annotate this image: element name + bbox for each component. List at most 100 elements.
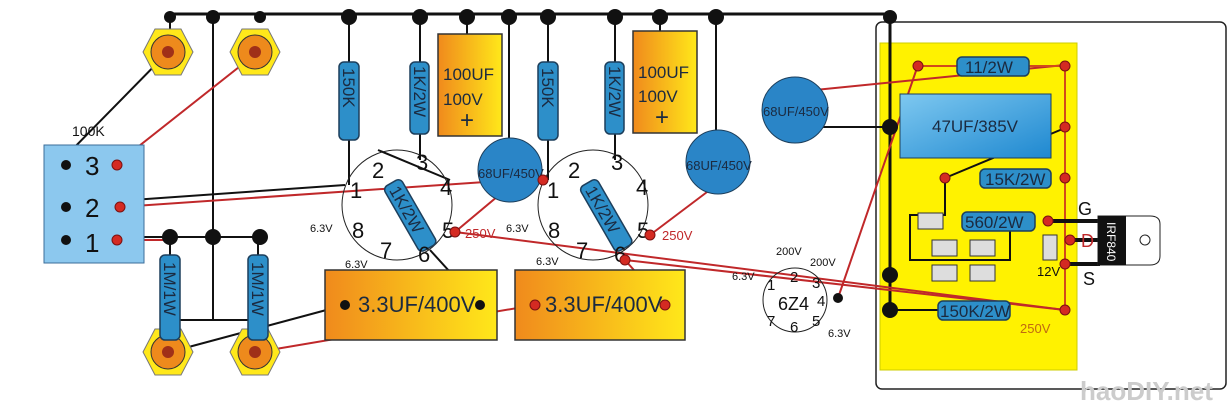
svg-text:8: 8 — [352, 218, 364, 243]
resistor-560 — [961, 211, 1036, 232]
resistor-1k-cathode — [383, 179, 437, 252]
svg-text:100V: 100V — [443, 90, 483, 109]
pot-pin-label: 3 — [85, 151, 99, 181]
svg-text:6.3V: 6.3V — [536, 256, 559, 268]
resistor-1k-cathode — [579, 179, 633, 252]
svg-text:6.3V: 6.3V — [506, 223, 529, 235]
capacitor-3-3uf — [324, 269, 498, 341]
grid-resistor: 1M/1W — [159, 254, 181, 341]
svg-text:4: 4 — [440, 175, 452, 200]
svg-text:+: + — [460, 107, 474, 134]
svg-text:7: 7 — [767, 313, 775, 330]
svg-text:1M/1W: 1M/1W — [160, 262, 179, 316]
svg-text:6: 6 — [418, 242, 430, 267]
svg-text:15K/2W: 15K/2W — [985, 170, 1045, 189]
pot-pin-label: 2 — [85, 193, 99, 223]
svg-text:4: 4 — [636, 175, 648, 200]
stage-2: 150K 1K/2W 100UF 100V+ 1K/2W 68UF/450V 3.… — [514, 30, 752, 341]
resistor-11 — [956, 56, 1030, 77]
svg-text:6.3V: 6.3V — [828, 328, 851, 340]
potentiometer: 100K 3 2 1 — [43, 123, 145, 264]
svg-text:11/2W: 11/2W — [965, 58, 1013, 77]
capacitor-68uf — [477, 137, 543, 203]
jack-icon — [142, 28, 194, 76]
resistor-150k — [537, 61, 559, 141]
resistor-1k — [604, 61, 625, 135]
svg-text:1: 1 — [547, 178, 559, 203]
watermark: haoDIY.net — [1080, 376, 1213, 406]
svg-text:1K/2W: 1K/2W — [605, 66, 624, 117]
svg-text:2: 2 — [372, 158, 384, 183]
svg-text:S: S — [1083, 269, 1095, 289]
svg-text:68UF/450V: 68UF/450V — [478, 166, 544, 181]
svg-text:D: D — [1081, 231, 1094, 251]
svg-text:150K: 150K — [538, 68, 557, 108]
svg-text:100UF: 100UF — [443, 65, 494, 84]
svg-text:2: 2 — [790, 269, 798, 286]
svg-text:6: 6 — [790, 319, 798, 336]
svg-text:68UF/450V: 68UF/450V — [686, 158, 752, 173]
svg-text:7: 7 — [576, 238, 588, 263]
svg-text:47UF/385V: 47UF/385V — [932, 117, 1019, 136]
jack-icon — [142, 328, 194, 376]
resistor-150k — [338, 61, 360, 141]
svg-text:8: 8 — [548, 218, 560, 243]
capacitor-47uf — [899, 93, 1052, 159]
svg-text:5: 5 — [812, 313, 820, 330]
mosfet-label: IRF840 — [1104, 222, 1118, 262]
power-supply: 68UF/450V 47UF/385V 11/2W 15K/2W 560/2W … — [732, 56, 1161, 340]
svg-text:1K/2W: 1K/2W — [581, 183, 623, 237]
svg-text:+: + — [655, 104, 669, 131]
pot-pin-label: 1 — [85, 228, 99, 258]
svg-text:100V: 100V — [638, 87, 678, 106]
svg-text:250V: 250V — [465, 226, 496, 241]
mosfet-hole-icon — [1139, 234, 1151, 246]
svg-text:1: 1 — [767, 277, 775, 294]
capacitor-3-3uf — [514, 269, 686, 341]
svg-text:200V: 200V — [776, 246, 802, 258]
svg-text:2: 2 — [568, 158, 580, 183]
svg-text:150K/2W: 150K/2W — [940, 302, 1010, 321]
svg-text:4: 4 — [817, 293, 825, 310]
svg-text:5: 5 — [442, 218, 454, 243]
svg-text:100UF: 100UF — [638, 63, 689, 82]
tube-socket — [537, 149, 649, 261]
tube-socket — [341, 149, 453, 261]
svg-text:200V: 200V — [810, 257, 836, 269]
capacitor-100uf — [437, 33, 503, 137]
stage-1: 150K 1K/2W 100UF 100V+ 1K/2W 68UF/450V 3.… — [324, 33, 544, 341]
svg-text:1K/2W: 1K/2W — [385, 183, 427, 237]
svg-text:6.3V: 6.3V — [345, 259, 368, 271]
svg-text:1M/1W: 1M/1W — [248, 262, 267, 316]
solder-points — [61, 9, 1076, 318]
capacitor-68uf — [685, 129, 751, 195]
jack-icon — [229, 28, 281, 76]
resistor-150k-2w — [937, 300, 1011, 321]
svg-text:1K/2W: 1K/2W — [410, 66, 429, 117]
svg-text:1: 1 — [350, 178, 362, 203]
svg-text:3.3UF/400V: 3.3UF/400V — [358, 292, 476, 317]
svg-text:6.3V: 6.3V — [310, 223, 333, 235]
mosfet-body — [1098, 216, 1126, 265]
grid-resistor: 1M/1W — [247, 254, 269, 341]
svg-text:150K: 150K — [339, 68, 358, 108]
resistor-15k — [979, 168, 1052, 189]
resistor-1k — [409, 61, 430, 135]
diode-icons — [917, 212, 1058, 282]
capacitor-100uf — [632, 30, 698, 134]
svg-text:3: 3 — [611, 150, 623, 175]
svg-text:3: 3 — [812, 275, 820, 292]
svg-text:12V: 12V — [1037, 264, 1060, 279]
svg-text:250V: 250V — [1020, 321, 1051, 336]
svg-text:3: 3 — [416, 150, 428, 175]
rectifier-socket — [762, 267, 828, 333]
svg-text:7: 7 — [380, 238, 392, 263]
pot-value: 100K — [72, 123, 105, 139]
capacitor-68uf — [761, 76, 829, 144]
svg-text:6.3V: 6.3V — [732, 271, 755, 283]
svg-text:3.3UF/400V: 3.3UF/400V — [545, 292, 663, 317]
svg-text:G: G — [1078, 199, 1092, 219]
